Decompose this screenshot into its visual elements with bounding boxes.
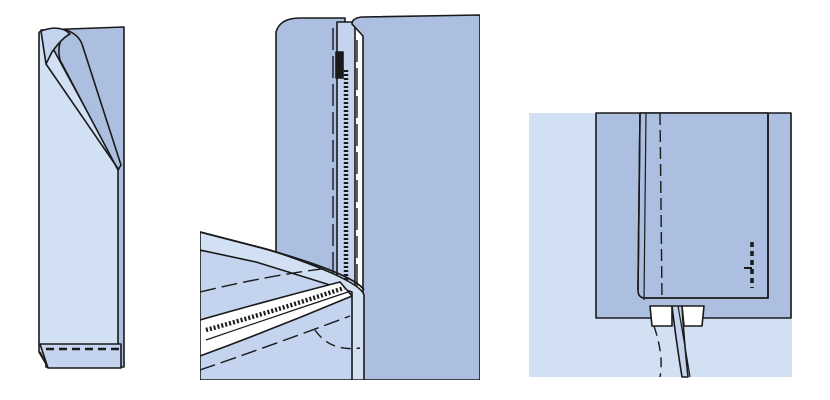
panel-2-zipper-insert xyxy=(200,14,480,380)
tab-left xyxy=(649,305,673,327)
tab-right xyxy=(681,305,705,327)
bottom-hem xyxy=(39,343,122,369)
band-zipper-tape xyxy=(200,281,353,357)
panel-1-folded-strip xyxy=(38,26,125,369)
detail-facing xyxy=(637,112,769,299)
panel-3-zipper-tab-detail xyxy=(529,112,792,378)
zipper-pull xyxy=(335,51,344,79)
fold-curl xyxy=(40,27,71,65)
right-fabric-panel xyxy=(351,14,480,380)
band-zipper-teeth xyxy=(205,285,345,333)
zipper-tail xyxy=(671,305,689,378)
